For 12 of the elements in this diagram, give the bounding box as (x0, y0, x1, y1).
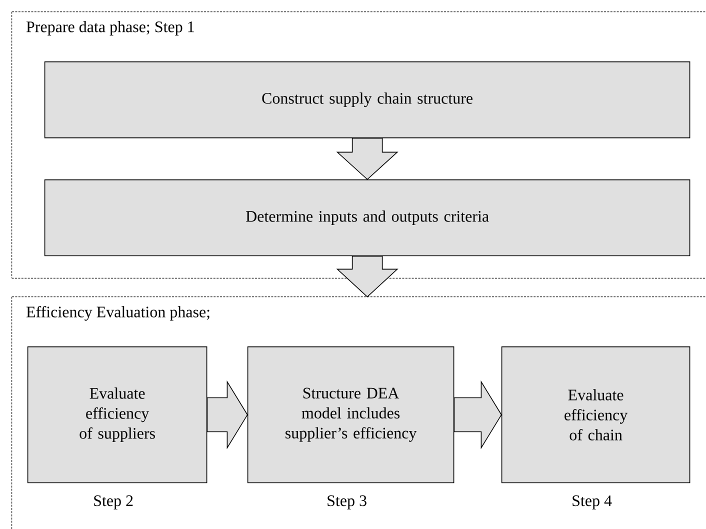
block-arrow (454, 380, 502, 450)
process-box: Determine inputs and outputs criteria (44, 179, 690, 256)
block-arrow (336, 256, 398, 298)
process-box: Evaluate efficiency of suppliers (27, 346, 208, 484)
block-arrow (206, 380, 248, 450)
step-label: Step 3 (328, 495, 366, 510)
process-box: Evaluate efficiency of chain (501, 346, 690, 484)
process-box: Structure DEA model includes supplier’s efficiency (247, 346, 454, 484)
process-box: Construct supply chain structure (44, 61, 690, 138)
block-arrow (336, 138, 398, 180)
step-label: Step 2 (94, 495, 133, 510)
step-label: Step 4 (572, 495, 612, 510)
